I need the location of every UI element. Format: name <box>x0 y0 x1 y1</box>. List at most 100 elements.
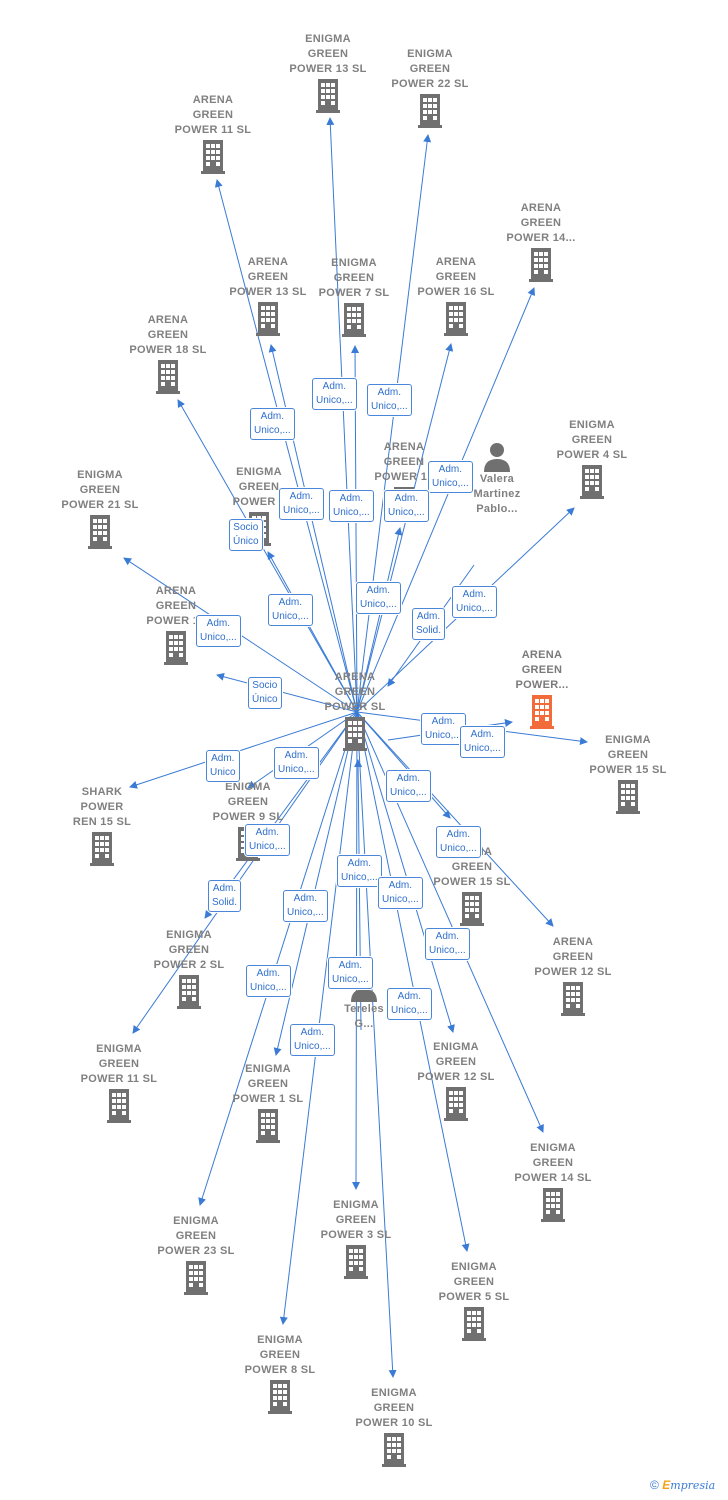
node-label: ARENA GREEN POWER 14... <box>506 202 576 244</box>
edge-line <box>356 343 454 713</box>
relation-badge[interactable]: Adm. Unico,... <box>356 582 401 614</box>
relation-badge[interactable]: Adm. Unico,... <box>268 594 313 626</box>
company-node[interactable]: ENIGMA GREEN POWER 1 SL <box>208 1062 328 1143</box>
relation-badge[interactable]: Adm. Unico,... <box>290 1024 335 1056</box>
center-company-node[interactable]: ARENA GREEN POWER SL <box>295 670 415 751</box>
company-node[interactable]: ARENA GREEN POWER 11 SL <box>153 93 273 174</box>
focus-company-node[interactable]: ARENA GREEN POWER... <box>482 648 602 729</box>
company-node[interactable]: ARENA GREEN POWER 16 SL <box>396 255 516 336</box>
relation-badge[interactable]: Adm. Unico,... <box>425 928 470 960</box>
company-node[interactable]: SHARK POWER REN 15 SL <box>42 785 162 866</box>
relation-badge[interactable]: Adm. Unico,... <box>452 586 497 618</box>
company-node[interactable]: ARENA GREEN POWER 18 SL <box>108 313 228 394</box>
relation-badge[interactable]: Adm. Unico <box>206 750 240 782</box>
relation-badge[interactable]: Adm. Unico,... <box>386 770 431 802</box>
building-icon <box>256 1109 280 1143</box>
edge-line <box>268 344 358 713</box>
relation-badge[interactable]: Adm. Unico,... <box>337 855 382 887</box>
relation-badge[interactable]: Adm. Unico,... <box>436 826 481 858</box>
building-icon <box>530 695 554 729</box>
node-label: ENIGMA GREEN POWER 9 SL <box>212 781 284 823</box>
relation-badge[interactable]: Adm. Unico,... <box>387 988 432 1020</box>
node-label: ENIGMA GREEN POWER 3 SL <box>320 1199 392 1241</box>
relation-badge[interactable]: Socio Único <box>248 677 282 709</box>
building-icon <box>382 1433 406 1467</box>
relation-badge[interactable]: Adm. Unico,... <box>246 965 291 997</box>
building-icon <box>316 79 340 113</box>
relation-badge[interactable]: Adm. Unico,... <box>428 461 473 493</box>
company-node[interactable]: ENIGMA GREEN POWER 7 SL <box>294 256 414 337</box>
company-node[interactable]: ENIGMA GREEN POWER 21 SL <box>40 468 160 549</box>
edge-line <box>198 711 358 1206</box>
building-icon <box>616 780 640 814</box>
node-label: ENIGMA GREEN POWER 10 SL <box>355 1387 433 1429</box>
company-node[interactable]: ENIGMA GREEN POWER 13 SL <box>268 32 388 113</box>
brand-logo[interactable]: © Empresia <box>650 1478 715 1492</box>
building-icon <box>541 1188 565 1222</box>
building-icon <box>184 1261 208 1295</box>
company-node[interactable]: ENIGMA GREEN POWER 22 SL <box>370 47 490 128</box>
relation-badge[interactable]: Adm. Unico,... <box>245 824 290 856</box>
company-node[interactable]: ENIGMA GREEN POWER 14 SL <box>493 1141 613 1222</box>
person-node[interactable]: Valera Martinez Pablo... <box>437 440 557 517</box>
node-label: ARENA GREEN POWER 18 SL <box>129 314 207 356</box>
company-node[interactable]: ARENA GREEN POWER 14... <box>481 201 601 282</box>
building-icon <box>344 1245 368 1279</box>
company-node[interactable]: ENIGMA GREEN POWER 5 SL <box>414 1260 534 1341</box>
company-node[interactable]: ENIGMA GREEN POWER 2 SL <box>129 928 249 1009</box>
person-icon <box>484 443 510 472</box>
node-label: ARENA GREEN POWER 16 SL <box>417 256 495 298</box>
relation-badge[interactable]: Adm. Unico,... <box>312 378 357 410</box>
company-node[interactable]: ENIGMA GREEN POWER 4 SL <box>532 418 652 499</box>
node-label: ENIGMA GREEN POWER 12 SL <box>417 1041 495 1083</box>
relation-badge[interactable]: Adm. Solid. <box>412 608 446 640</box>
relation-badge[interactable]: Adm. Unico,... <box>274 747 319 779</box>
edge-line <box>216 672 358 713</box>
building-icon <box>444 1087 468 1121</box>
center-company-label: ARENA GREEN POWER SL <box>324 671 386 713</box>
company-node[interactable]: ENIGMA GREEN POWER 3 SL <box>296 1198 416 1279</box>
edge-line <box>177 399 358 713</box>
relation-badge[interactable]: Adm. Unico,... <box>378 877 423 909</box>
node-label: ENIGMA GREEN POWER 7 SL <box>318 257 390 299</box>
company-node[interactable]: ARENA GREEN POWER 12 SL <box>513 935 633 1016</box>
edge-line <box>356 711 455 1033</box>
node-label: ENIGMA GREEN POWER 1 SL <box>232 1063 304 1105</box>
building-icon <box>462 1307 486 1341</box>
building-icon <box>529 248 553 282</box>
edge-line <box>356 527 403 713</box>
brand-name: mpresia <box>670 1479 716 1492</box>
relation-badge[interactable]: Adm. Unico,... <box>328 957 373 989</box>
company-node[interactable]: ENIGMA GREEN POWER 12 SL <box>396 1040 516 1121</box>
relation-badge[interactable]: Adm. Unico,... <box>421 713 466 745</box>
relation-badge[interactable]: Adm. Unico,... <box>196 615 241 647</box>
node-label: Valera Martinez Pablo... <box>473 473 521 515</box>
relation-badge[interactable]: Adm. Unico,... <box>384 490 429 522</box>
node-label: ENIGMA GREEN POWER 21 SL <box>61 469 139 511</box>
relation-badge[interactable]: Adm. Unico,... <box>279 488 324 520</box>
relation-badge[interactable]: Adm. Unico,... <box>250 408 295 440</box>
company-node[interactable]: ENIGMA GREEN POWER 10 SL <box>334 1386 454 1467</box>
company-node[interactable]: ARENA GREEN POWER 13 SL <box>208 255 328 336</box>
company-node[interactable]: ENIGMA GREEN POWER 11 SL <box>59 1042 179 1123</box>
node-label: ENIGMA GREEN POWER 5 SL <box>438 1261 510 1303</box>
node-label: ARENA GREEN POWER 13 SL <box>229 256 307 298</box>
relation-badge[interactable]: Adm. Unico,... <box>283 890 328 922</box>
company-node[interactable]: ENIGMA GREEN POWER 15 SL <box>568 733 688 814</box>
building-icon <box>177 975 201 1009</box>
company-node[interactable]: ENIGMA GREEN POWER 8 SL <box>220 1333 340 1414</box>
building-icon <box>201 140 225 174</box>
node-label: SHARK POWER REN 15 SL <box>72 786 132 828</box>
relation-badge[interactable]: Adm. Unico,... <box>367 384 412 416</box>
company-node[interactable]: ENIGMA GREEN POWER 23 SL <box>136 1214 256 1295</box>
edge-line <box>356 711 554 927</box>
relation-badge[interactable]: Adm. Solid. <box>208 880 242 912</box>
relation-badge[interactable]: Socio Único <box>229 519 263 551</box>
node-label: ENIGMA GREEN POWER 11 SL <box>80 1043 158 1085</box>
relation-badge[interactable]: Adm. Unico,... <box>329 490 374 522</box>
company-node[interactable]: ARENA GREEN POWER 19 <box>116 584 236 665</box>
building-icon <box>561 982 585 1016</box>
edge-line <box>132 711 358 1034</box>
relation-badge[interactable]: Adm. Unico,... <box>460 726 505 758</box>
